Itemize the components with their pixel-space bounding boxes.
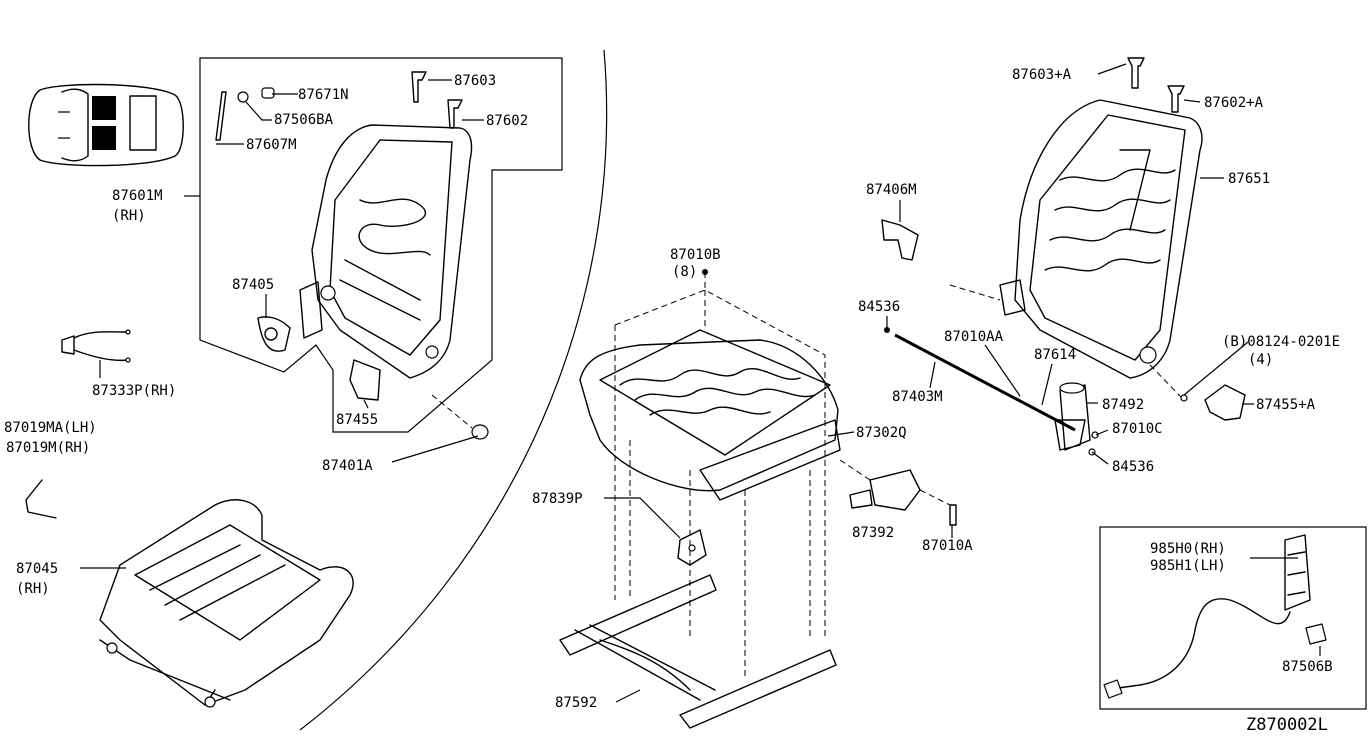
- part-87651-seatback-frame: [999, 99, 1203, 379]
- label-84536-b: 84536: [1112, 459, 1154, 475]
- seatback-frame-rh: [299, 124, 473, 379]
- label-87671N: 87671N: [298, 87, 349, 103]
- seatback-group-outline: [199, 57, 563, 433]
- part-87405-cover: [257, 316, 291, 352]
- label-87839P: 87839P: [532, 491, 583, 507]
- label-87602: 87602: [486, 113, 528, 129]
- part-87401A-knob: [431, 394, 489, 440]
- section-divider-arc: [299, 49, 608, 731]
- part-87455A-cover: [1149, 364, 1246, 421]
- label-87401A: 87401A: [322, 458, 373, 474]
- label-87601M-side: (RH): [112, 208, 146, 224]
- part-985H0-switch-harness: [1103, 534, 1311, 699]
- label-87010C: 87010C: [1112, 421, 1163, 437]
- label-87045: 87045: [16, 561, 58, 577]
- part-87506B-clip: [1305, 623, 1327, 645]
- label-87405: 87405: [232, 277, 274, 293]
- label-87010B: 87010B: [670, 247, 721, 263]
- part-87839P-bracket: [677, 529, 707, 566]
- part-87019M-wire: [25, 479, 57, 519]
- part-87392-motor: [839, 459, 957, 526]
- part-87492-lift-motor: [1054, 382, 1099, 456]
- part-87045-seat-frame: [99, 499, 354, 708]
- label-87019MA: 87019MA(LH): [4, 420, 97, 436]
- label-87592: 87592: [555, 695, 597, 711]
- label-87010AA: 87010AA: [944, 329, 1004, 345]
- label-84536-a: 84536: [858, 299, 900, 315]
- part-87302Q-cushion-frame: [579, 329, 841, 501]
- leader-lines: [80, 63, 1321, 703]
- label-87651: 87651: [1228, 171, 1270, 187]
- label-87302Q: 87302Q: [856, 425, 907, 441]
- label-87010A: 87010A: [922, 538, 973, 554]
- label-87403M: 87403M: [892, 389, 943, 405]
- label-08124-0201E: (B)08124-0201E: [1222, 334, 1340, 350]
- label-87601M: 87601M: [112, 188, 163, 204]
- label-87603A: 87603+A: [1012, 67, 1072, 83]
- label-87506B: 87506B: [1282, 659, 1333, 675]
- label-87392: 87392: [852, 525, 894, 541]
- label-87603: 87603: [454, 73, 496, 89]
- label-87010B-qty: (8): [672, 264, 697, 280]
- diagram-code: Z870002L: [1246, 715, 1328, 735]
- label-87455A: 87455+A: [1256, 397, 1316, 413]
- label-87455: 87455: [336, 412, 378, 428]
- switch-inset-box: [1099, 526, 1367, 710]
- label-87492: 87492: [1102, 397, 1144, 413]
- part-87455-cover: [349, 359, 381, 401]
- label-87333P: 87333P(RH): [92, 383, 176, 399]
- label-87602A: 87602+A: [1204, 95, 1264, 111]
- label-985H1: 985H1(LH): [1150, 558, 1226, 574]
- vehicle-location-icon: [28, 83, 184, 167]
- label-87607M: 87607M: [246, 137, 297, 153]
- label-87506BA: 87506BA: [274, 112, 334, 128]
- headrest-guide-parts: [215, 71, 463, 141]
- part-87406M-bracket: [881, 219, 919, 261]
- cushion-dashed-box: [614, 269, 826, 680]
- headrest-guide-parts-right: [1127, 57, 1185, 113]
- label-87406M: 87406M: [866, 182, 917, 198]
- label-985H0: 985H0(RH): [1150, 541, 1226, 557]
- label-87045-side: (RH): [16, 581, 50, 597]
- part-87592-slide-rail: [559, 574, 837, 729]
- part-87333P-harness: [61, 329, 131, 363]
- label-87614: 87614: [1034, 347, 1076, 363]
- label-08124-qty: (4): [1248, 352, 1273, 368]
- label-87019M: 87019M(RH): [6, 440, 90, 456]
